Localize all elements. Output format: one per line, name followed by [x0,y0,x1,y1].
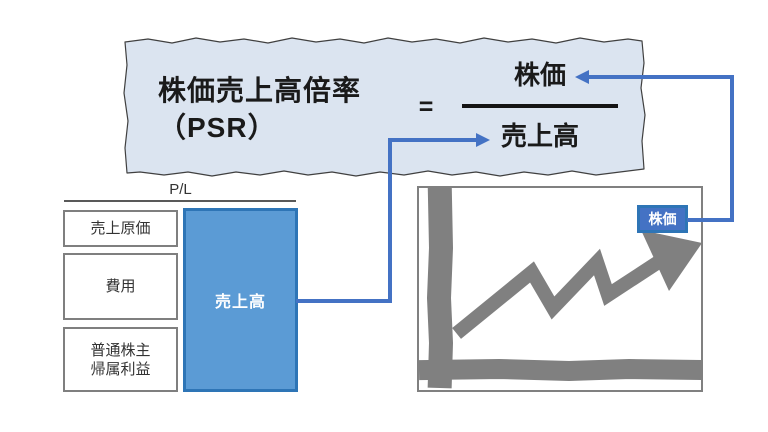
price-tag: 株価 [637,205,688,233]
price-tag-label: 株価 [648,211,677,227]
chart-arrowhead [641,230,702,291]
pl-item-label: 費用 [105,278,136,295]
chart-zigzag-line [452,248,670,339]
formula-denominator: 売上高 [500,121,579,151]
formula-numerator: 株価 [513,60,566,90]
pl-item-cost-of-sales: 売上原価 [63,210,178,247]
pl-header-underline [64,200,296,202]
chart-y-axis [426,186,454,389]
pl-revenue-box: 売上高 [183,208,298,392]
chart-x-axis [418,358,708,382]
fraction-bar [462,104,618,108]
formula-title-line2: （PSR） [158,112,277,143]
equals-sign: = [418,93,434,121]
pl-item-net-income-to-common: 普通株主 帰属利益 [63,327,178,392]
pl-item-label-line2: 帰属利益 [90,360,151,378]
pl-header: P/L [169,181,192,198]
formula-title: 株価売上高倍率 （PSR） [158,72,398,146]
formula-title-line1: 株価売上高倍率 [158,75,362,106]
pl-item-expenses: 費用 [63,253,178,320]
pl-item-label-line1: 普通株主 [90,341,151,359]
pl-revenue-label: 売上高 [214,294,266,311]
pl-item-label: 売上原価 [90,220,151,237]
